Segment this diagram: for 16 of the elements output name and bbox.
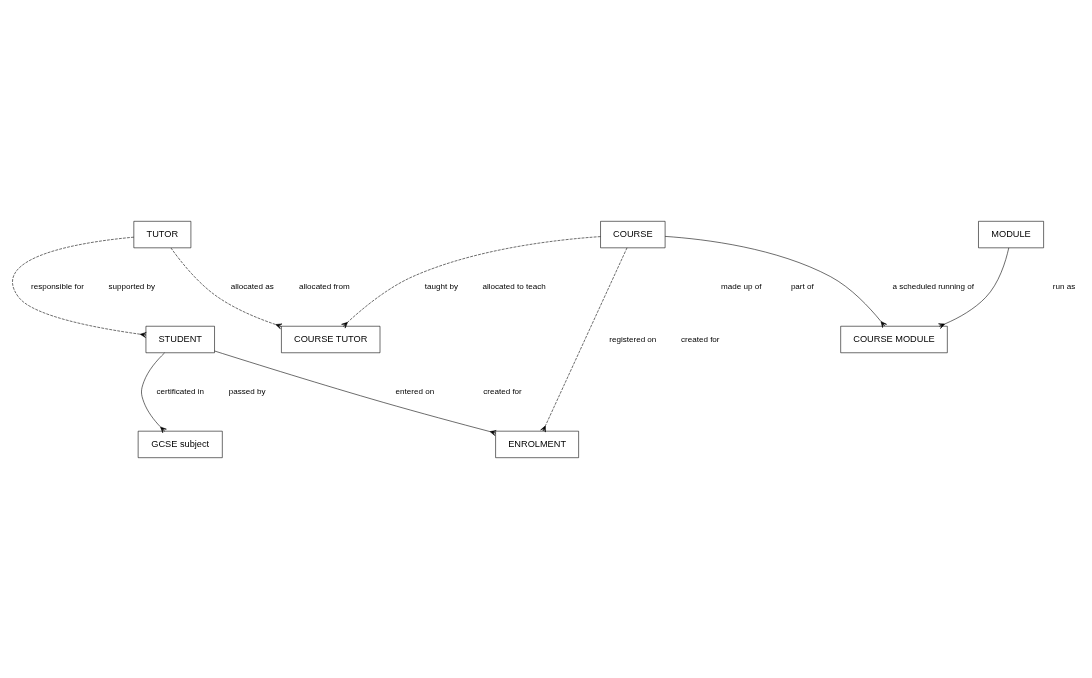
- node-box: MODULE: [978, 220, 1044, 248]
- connector: [141, 352, 167, 433]
- node-box: COURSE: [600, 220, 666, 248]
- node-box: TUTOR: [133, 220, 192, 248]
- connector: [341, 235, 601, 328]
- node-box: STUDENT: [145, 325, 215, 353]
- node-box: COURSE MODULE: [840, 325, 948, 353]
- node-box: ENROLMENT: [495, 430, 579, 458]
- node-box: GCSE subject: [137, 430, 223, 458]
- connector: [664, 235, 887, 328]
- connector: [12, 236, 147, 338]
- connector: [214, 350, 497, 436]
- connector: [938, 247, 1010, 329]
- connector: [170, 247, 283, 329]
- connector: [540, 247, 628, 432]
- node-box: COURSE TUTOR: [281, 325, 381, 353]
